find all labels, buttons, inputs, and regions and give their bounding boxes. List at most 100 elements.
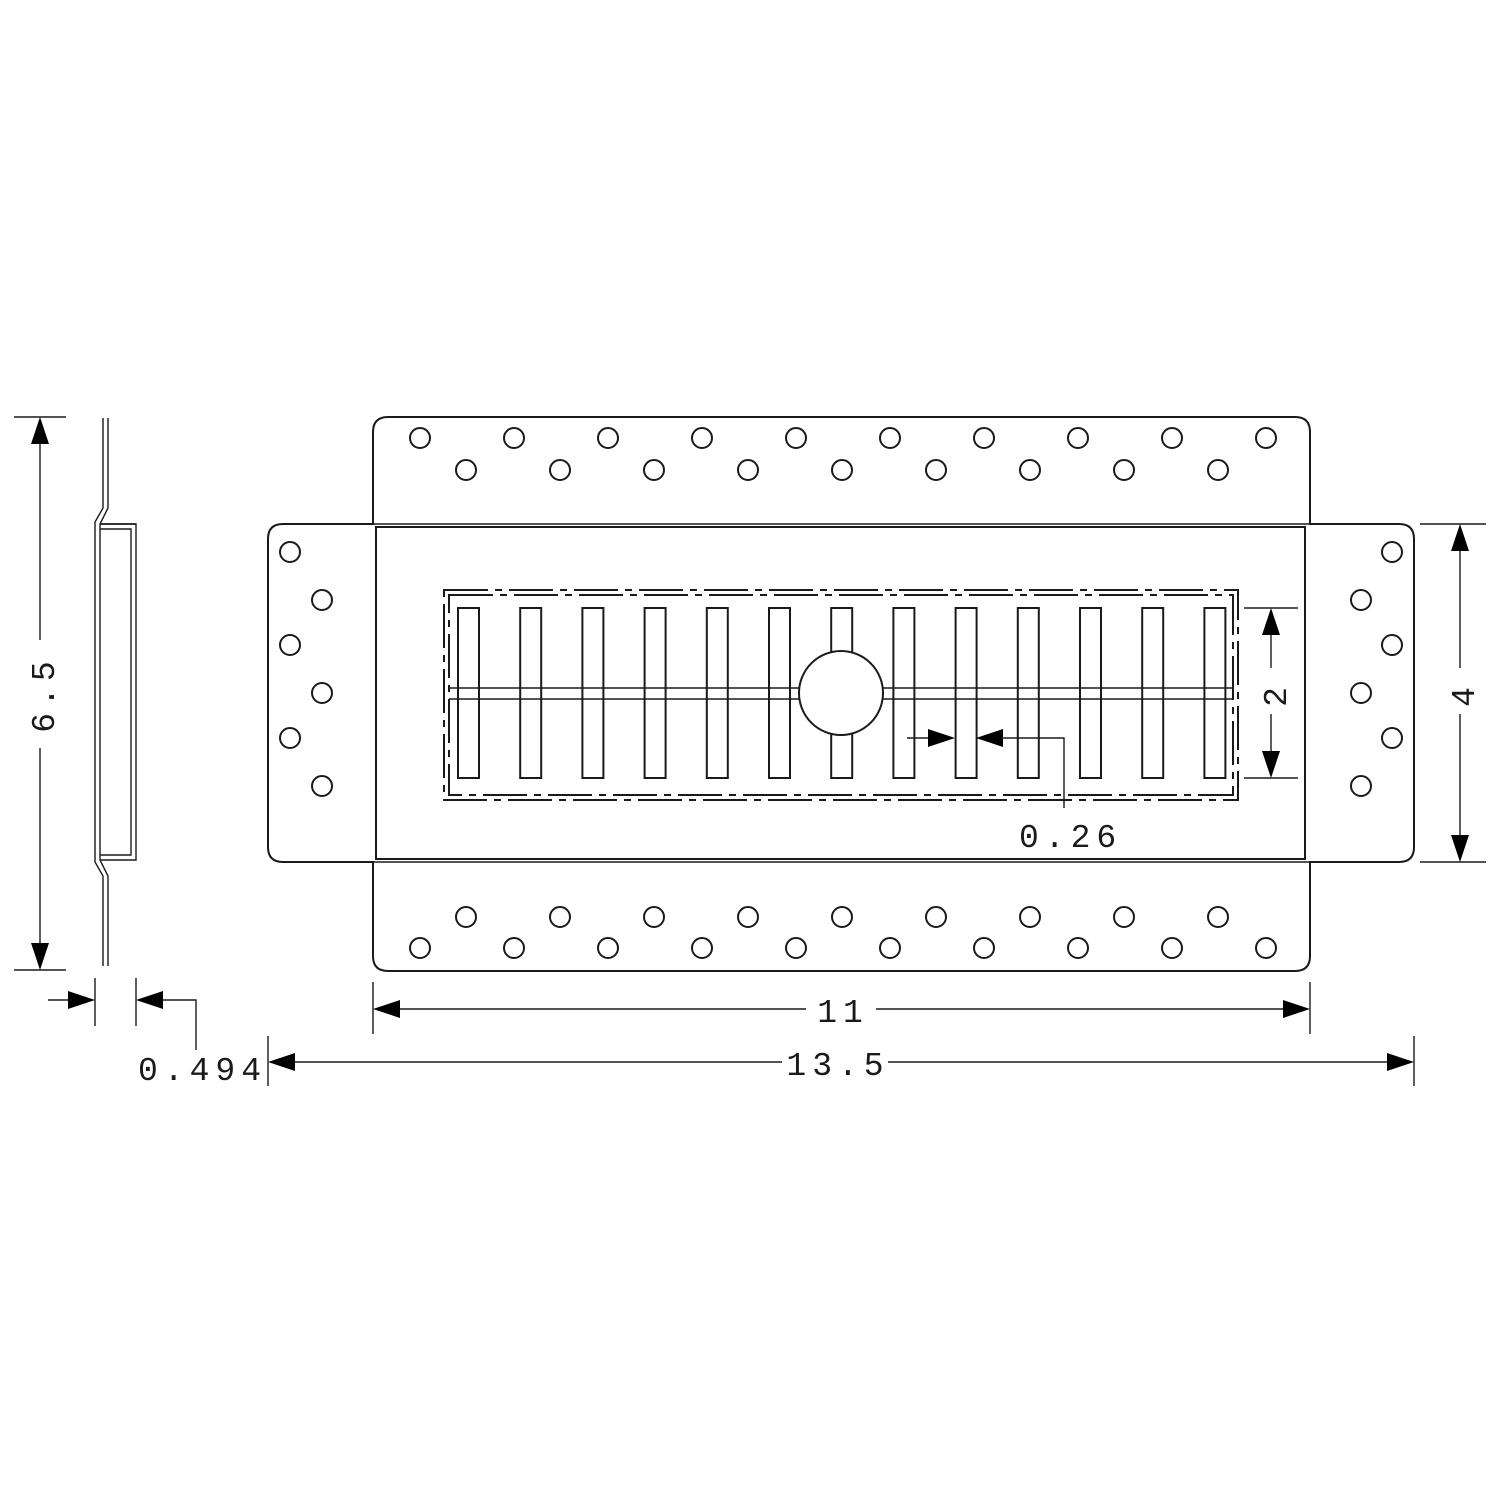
mounting-hole (1255, 427, 1277, 449)
mounting-hole (1207, 906, 1229, 928)
leader-line (162, 999, 197, 1050)
mounting-hole (279, 634, 301, 656)
mounting-hole (409, 427, 431, 449)
mounting-hole (503, 937, 525, 959)
mounting-hole (831, 459, 853, 481)
dimension-slot-gap: 0.26 (907, 729, 1122, 857)
vent-slot (1203, 607, 1227, 779)
mounting-hole (1019, 906, 1041, 928)
mounting-hole (311, 589, 333, 611)
vent-slot (1079, 607, 1102, 779)
dimension-label-side-thickness: 0.494 (138, 1053, 267, 1090)
mounting-hole (1381, 727, 1403, 749)
vent-slot (519, 607, 543, 779)
mounting-hole (973, 427, 995, 449)
vent-slot (954, 607, 978, 779)
side-profile-outline (94, 418, 137, 966)
arrowhead (136, 991, 163, 1009)
dimension-label-slot-length: 2 (1259, 681, 1296, 707)
dimension-label-side-height: 6.5 (27, 655, 64, 732)
mounting-hole (785, 937, 807, 959)
vent-slot (892, 607, 916, 779)
mounting-hole (737, 459, 759, 481)
arrowhead (373, 1000, 400, 1018)
dimension-slot-length: 2 (1244, 607, 1298, 779)
mounting-hole (1255, 937, 1277, 959)
arrowhead (1283, 1000, 1310, 1018)
vent-slot (457, 607, 480, 779)
mounting-hole (879, 427, 901, 449)
arrowhead (1451, 524, 1469, 551)
side-profile-view (94, 418, 137, 966)
mounting-hole (1067, 937, 1089, 959)
mounting-hole (455, 906, 477, 928)
mounting-hole (409, 937, 431, 959)
mounting-hole (1067, 427, 1089, 449)
arrowhead (31, 943, 49, 970)
mounting-holes (279, 427, 1403, 959)
mounting-hole (785, 427, 807, 449)
arrowhead (1387, 1053, 1414, 1071)
arrowhead (1451, 835, 1469, 862)
mounting-hole (549, 459, 571, 481)
mounting-hole (691, 427, 713, 449)
mounting-hole (1381, 634, 1403, 656)
vent-slots (457, 607, 1227, 779)
mounting-hole (1019, 459, 1041, 481)
mounting-hole (1161, 427, 1183, 449)
mounting-hole (1113, 459, 1135, 481)
arrowhead (976, 729, 1003, 747)
vent-slot (1141, 607, 1165, 779)
mounting-hole (279, 541, 301, 563)
mounting-hole (925, 459, 947, 481)
dimension-label-inner-height: 4 (1447, 681, 1484, 707)
inner-panel (375, 526, 1306, 860)
arrowhead (1262, 751, 1280, 778)
dimension-side-height: 6.5 (14, 416, 66, 971)
vent-slot (705, 607, 729, 779)
mounting-hole (643, 459, 665, 481)
dimension-label-slot-gap: 0.26 (1019, 820, 1122, 857)
arrowhead (31, 417, 49, 444)
vent-slot (581, 607, 605, 779)
mounting-hole (311, 775, 333, 797)
arrowhead (268, 1053, 295, 1071)
front-view (267, 416, 1415, 972)
mounting-hole (925, 906, 947, 928)
arrowhead (1262, 608, 1280, 635)
vent-slot (1016, 607, 1040, 779)
vent-slot (643, 607, 667, 779)
mounting-hole (879, 937, 901, 959)
mounting-hole (279, 727, 301, 749)
mounting-hole (549, 906, 571, 928)
mounting-hole (1350, 775, 1372, 797)
mounting-hole (455, 459, 477, 481)
mounting-hole (643, 906, 665, 928)
mounting-hole (311, 682, 333, 704)
mounting-hole (597, 427, 619, 449)
vent-slot (768, 607, 791, 779)
vent-outline-dashed-inner (448, 594, 1234, 796)
mounting-hole (831, 906, 853, 928)
leader-line (1001, 737, 1065, 808)
dimension-flange-width: 11 (372, 982, 1311, 1034)
dimension-label-flange-width: 11 (817, 995, 869, 1032)
dimension-inner-height: 4 (1420, 523, 1486, 863)
mounting-hole (503, 427, 525, 449)
dimension-overall-width: 13.5 (267, 1036, 1415, 1086)
arrowhead (928, 729, 955, 747)
mounting-hole (597, 937, 619, 959)
arrowhead (68, 991, 95, 1009)
center-knockout-hole (798, 650, 884, 736)
mounting-hole (1113, 906, 1135, 928)
mounting-hole (1161, 937, 1183, 959)
mounting-hole (1207, 459, 1229, 481)
vent-outline-dashed (443, 589, 1239, 801)
mounting-hole (1350, 589, 1372, 611)
mounting-hole (691, 937, 713, 959)
mounting-hole (973, 937, 995, 959)
dimension-label-overall-width: 13.5 (786, 1048, 889, 1085)
dimension-side-thickness: 0.494 (48, 978, 267, 1090)
mounting-hole (1381, 541, 1403, 563)
